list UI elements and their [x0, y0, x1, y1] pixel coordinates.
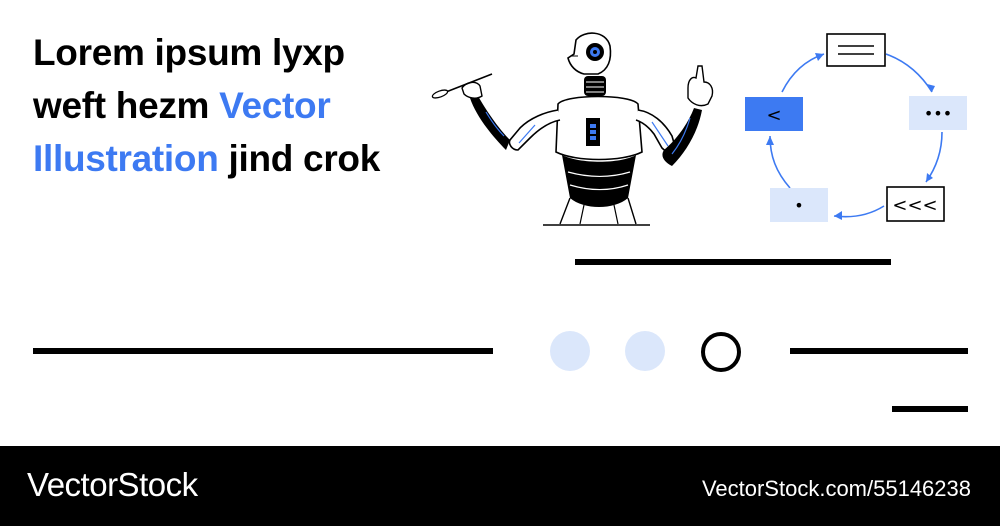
divider-bar-left — [33, 348, 493, 354]
headline: Lorem ipsum lyxp weft hezm Vector Illust… — [33, 26, 413, 185]
robot-figure — [431, 32, 714, 226]
headline-part-1: Lorem ipsum lyxp weft hezm — [33, 32, 345, 126]
footer-banner: VectorStock VectorStock.com/55146238 — [0, 446, 1000, 526]
footer-url: VectorStock.com/55146238 — [701, 476, 971, 501]
headline-part-2: jind crok — [218, 138, 381, 179]
footer-brand-logo: VectorStock — [27, 466, 198, 503]
pagination-dot-3-active — [701, 332, 741, 372]
divider-bar-upper — [575, 259, 891, 265]
ellipsis-label: ••• — [924, 104, 952, 123]
cycle-diagram: ••• <<< • < — [745, 33, 967, 222]
chevrons-label: <<< — [892, 195, 937, 216]
menu-lines-icon — [826, 33, 886, 67]
headline-accent: Vector Illustration — [33, 85, 331, 179]
chevron-label: < — [766, 105, 781, 126]
pagination-dot-2 — [625, 331, 665, 371]
dot-label: • — [794, 196, 803, 215]
divider-bar-right — [790, 348, 968, 354]
paintbrush-icon — [431, 73, 493, 99]
chevron-left-icon: < — [745, 97, 803, 131]
single-dot-icon: • — [770, 188, 828, 222]
illustration: ••• <<< • < — [431, 32, 967, 226]
pagination-dot-1 — [550, 331, 590, 371]
divider-bar-short — [892, 406, 968, 412]
ellipsis-icon: ••• — [909, 96, 967, 130]
triple-chevron-left-icon: <<< — [886, 186, 945, 222]
